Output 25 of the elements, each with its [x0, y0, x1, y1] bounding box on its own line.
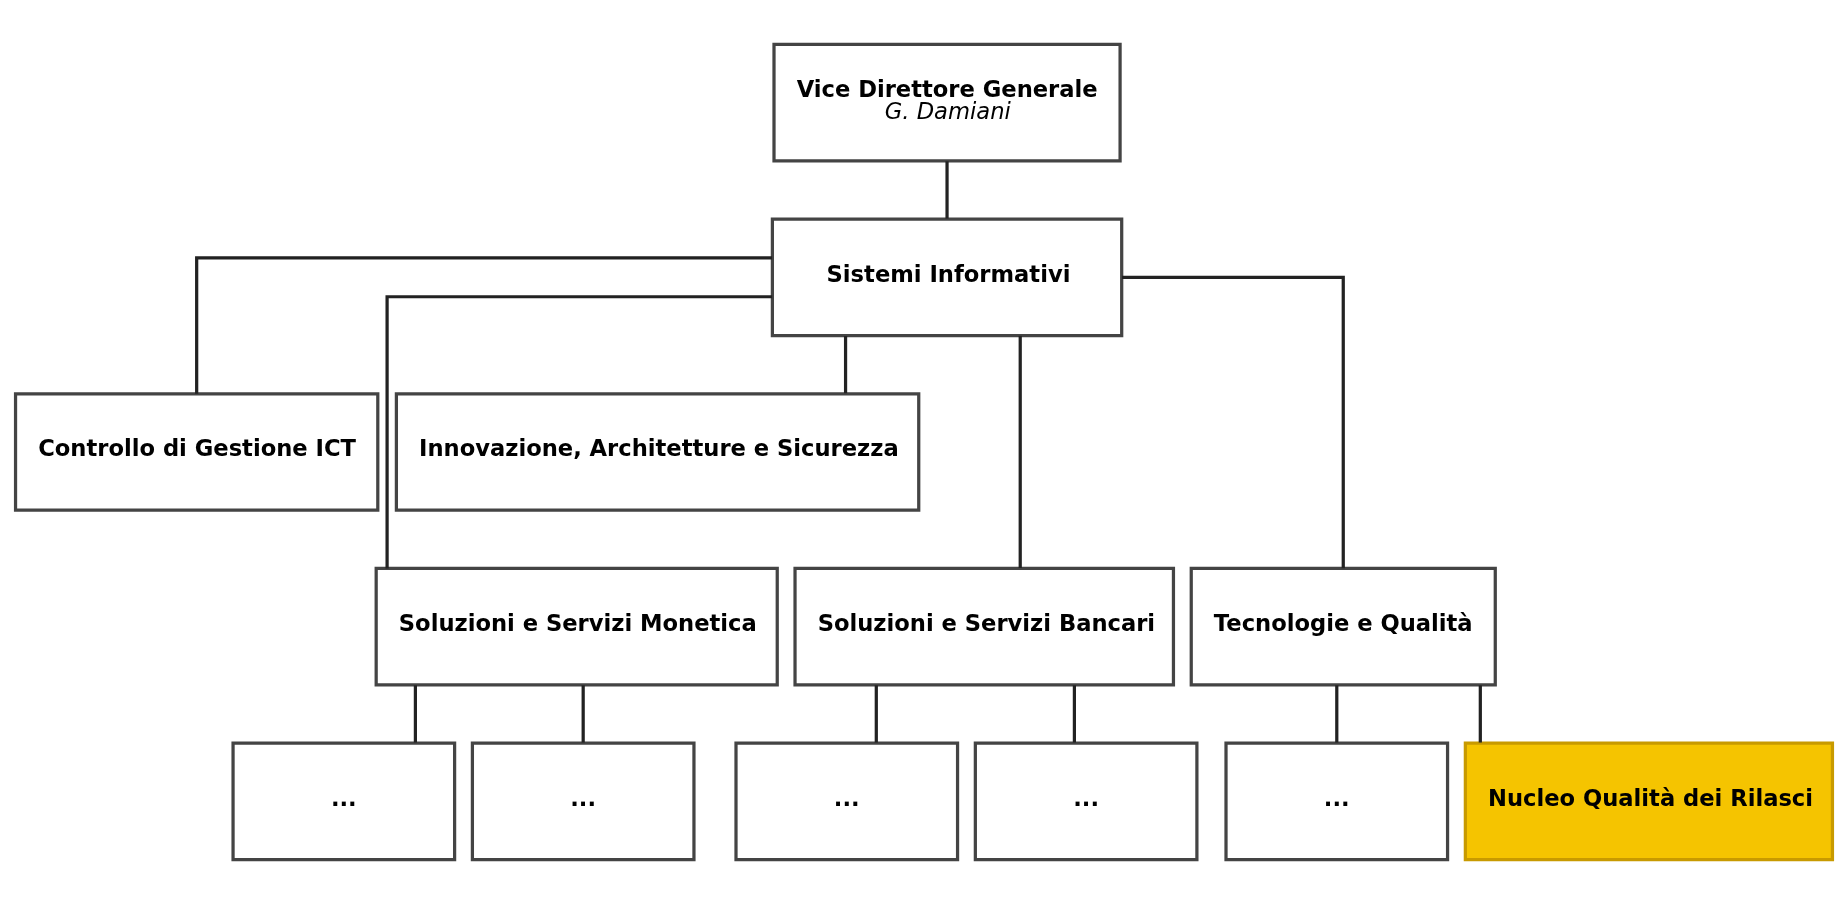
node-box: ... [470, 741, 696, 862]
connector [1018, 335, 1022, 568]
connector [1072, 685, 1076, 743]
node-box: ... [1224, 741, 1450, 862]
connector [1335, 685, 1339, 743]
node-box: Nucleo Qualità dei Rilasci [1463, 741, 1835, 862]
connector [874, 685, 878, 743]
connector [843, 336, 848, 394]
connector [1122, 275, 1345, 569]
node-box: Vice Direttore Generale G. Damiani [772, 42, 1122, 163]
node-box: Tecnologie e Qualità [1189, 566, 1497, 687]
node-box: Soluzioni e Servizi Bancari [793, 566, 1176, 687]
node-box: Innovazione, Architetture e Sicurezza [394, 392, 921, 512]
node-box: ... [231, 741, 457, 862]
connector [1478, 685, 1482, 743]
connector [945, 161, 949, 219]
connector [385, 295, 773, 569]
connector [413, 685, 417, 743]
node-box: ... [734, 741, 960, 862]
connector [581, 685, 585, 743]
connector [195, 256, 773, 394]
node-box: Soluzioni e Servizi Monetica [374, 566, 779, 687]
node-box: Controllo di Gestione ICT [13, 392, 380, 512]
node-box: Sistemi Informativi [770, 217, 1124, 338]
node-box: ... [973, 741, 1199, 862]
